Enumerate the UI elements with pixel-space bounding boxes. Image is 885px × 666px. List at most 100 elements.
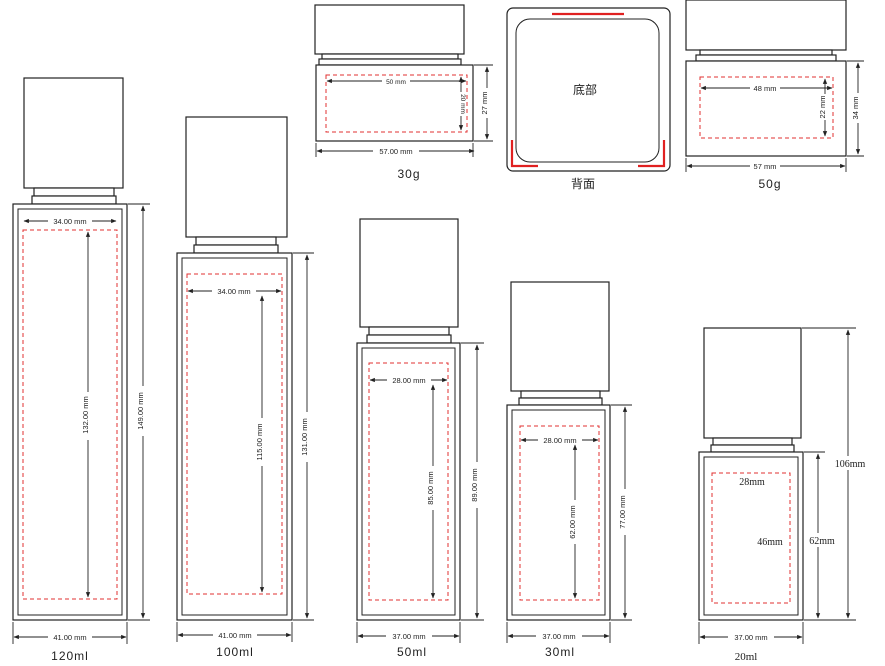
volume-label: 100ml (216, 645, 254, 659)
width-text: 57.00 mm (379, 147, 412, 156)
back-label: 背面 (571, 177, 595, 191)
dim-label-bg (301, 412, 313, 462)
label-height-text: 62.00 mm (568, 505, 577, 538)
label-height-text: 22 mm (818, 96, 827, 119)
dim-label-bg (750, 83, 780, 93)
bottle-cap (510, 281, 610, 392)
label-height-text: 46mm (757, 537, 783, 548)
dim-label-bg (471, 462, 483, 508)
dim-label-bg (387, 374, 431, 386)
body-height-text: 62mm (809, 536, 835, 547)
weight-label: 30g (397, 167, 420, 181)
bottom-view: 底部 背面 (506, 7, 671, 191)
label-width-text: 28.00 mm (392, 376, 425, 385)
dim-label-bg (538, 434, 582, 446)
dim-label-bg (728, 631, 774, 643)
width-text: 41.00 mm (218, 631, 251, 640)
volume-label: 30ml (545, 645, 575, 659)
label-area (325, 74, 468, 133)
label-height-text: 20 mm (459, 94, 466, 114)
jar-neck (699, 49, 833, 56)
dim-label-bg (569, 500, 581, 544)
height-text: 131.00 mm (300, 418, 309, 456)
dim-label-bg (456, 92, 466, 116)
dim-label-bg (48, 631, 92, 643)
bottom-outer-square (506, 7, 671, 172)
height-text: 34 mm (851, 97, 860, 120)
jar-lid (685, 0, 847, 51)
bottle-body (356, 342, 461, 621)
volume-label: 120ml (51, 649, 89, 663)
accent-left-corner (510, 140, 538, 168)
volume-label: 50ml (397, 645, 427, 659)
height-text: 149.00 mm (136, 392, 145, 430)
width-text: 37.00 mm (392, 632, 425, 641)
label-width-text: 50 mm (386, 79, 406, 86)
bottle-neck (195, 236, 277, 246)
label-width-text: 28mm (739, 477, 765, 488)
bottom-inner-square (515, 18, 660, 163)
dim-label-bg (852, 93, 864, 123)
dim-label-bg (619, 489, 631, 535)
label-width-text: 34.00 mm (53, 217, 86, 226)
dim-label-bg (137, 386, 149, 436)
bottle-inner-wall (511, 409, 606, 616)
dim-label-bg (256, 418, 268, 466)
label-width-text: 28.00 mm (543, 436, 576, 445)
dim-label-bg (382, 76, 410, 86)
bottle-20ml: 28mm 46mm 106mm 62mm 37.00 mm 20ml (698, 327, 868, 663)
label-area (186, 273, 283, 595)
bottle-neck (33, 187, 115, 197)
bottle-30ml: 28.00 mm 62.00 mm 77.00 mm 37.00 mm 30ml (506, 281, 632, 659)
jar-lid (314, 4, 465, 55)
bottle-cap (185, 116, 288, 238)
dim-label-bg (819, 94, 831, 120)
dim-label-bg (48, 215, 92, 227)
label-height-text: 115.00 mm (255, 424, 264, 461)
bottle-neck (518, 397, 603, 406)
bottle-body (176, 252, 293, 621)
accent-right-corner (638, 140, 666, 168)
dim-label-bg (481, 88, 493, 118)
bottle-body (698, 451, 804, 621)
bottle-neck (366, 334, 452, 344)
bottle-body (12, 203, 128, 621)
bottle-cap (359, 218, 459, 328)
bottle-100ml: 34.00 mm 115.00 mm 131.00 mm 41.00 mm 10… (176, 116, 314, 659)
weight-label: 50g (758, 177, 781, 191)
bottle-cap (703, 327, 802, 439)
total-height-text: 106mm (835, 459, 866, 470)
bottle-neck (31, 195, 117, 205)
dim-label-bg (212, 285, 256, 297)
bottle-cap (23, 77, 124, 189)
bottle-120ml: 34.00 mm 132.00 mm 149.00 mm 41.00 mm 12… (12, 77, 150, 663)
height-text: 27 mm (480, 92, 489, 115)
label-area (699, 76, 834, 139)
dim-label-bg (373, 145, 419, 157)
bottle-inner-wall (703, 456, 799, 616)
volume-label: 20ml (735, 651, 758, 663)
label-area (368, 362, 449, 601)
bottle-neck (710, 444, 795, 453)
bottle-neck (712, 437, 793, 446)
dim-label-bg (213, 629, 257, 641)
label-height-text: 132.00 mm (81, 396, 90, 434)
height-text: 89.00 mm (470, 468, 479, 501)
bottle-inner-wall (361, 347, 456, 616)
dim-label-bg (750, 160, 780, 172)
label-area (711, 472, 791, 604)
height-text: 77.00 mm (618, 495, 627, 528)
dim-label-bg (832, 456, 868, 470)
bottle-neck (193, 244, 279, 254)
dim-label-bg (805, 533, 837, 547)
jar-50g: 48 mm 22 mm 34 mm 57 mm 50g (685, 0, 864, 191)
jar-neck (695, 54, 837, 62)
bottle-50ml: 28.00 mm 85.00 mm 89.00 mm 37.00 mm 50ml (356, 218, 484, 659)
width-text: 57 mm (754, 162, 777, 171)
width-text: 37.00 mm (734, 633, 767, 642)
dim-label-bg (386, 630, 432, 642)
dim-label-bg (536, 630, 582, 642)
dim-label-bg (82, 392, 94, 440)
width-text: 41.00 mm (53, 633, 86, 642)
